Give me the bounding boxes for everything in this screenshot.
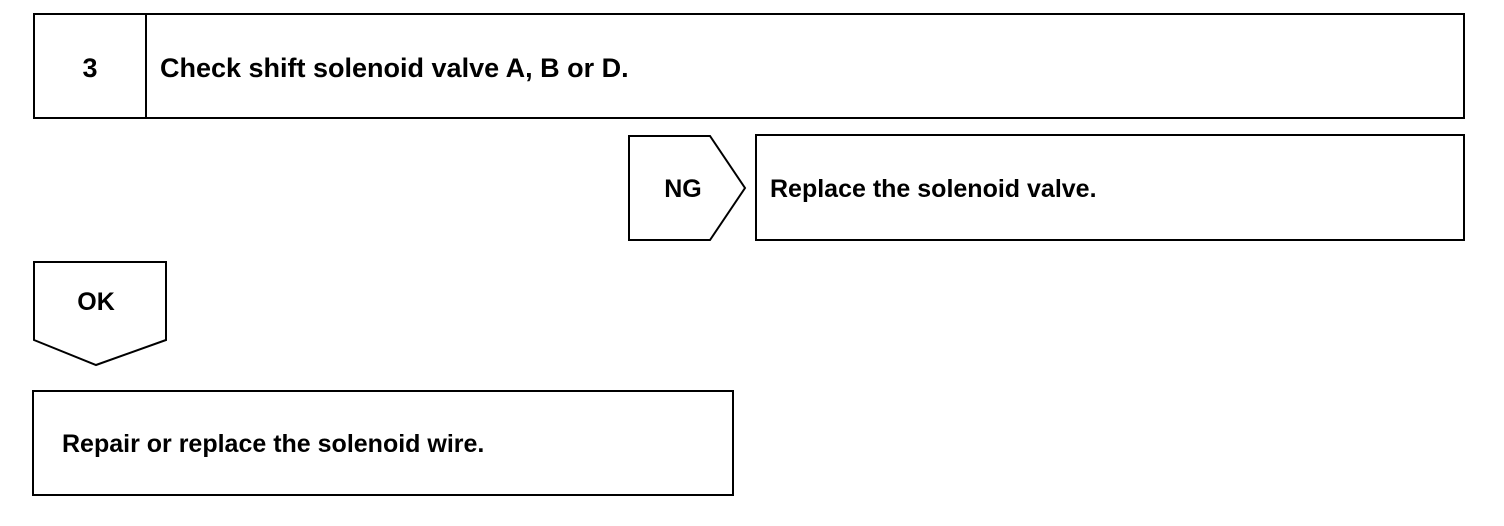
- ok-arrow-tag: [33, 261, 167, 367]
- ng-branch: NG Replace the solenoid valve.: [628, 134, 1465, 241]
- step-title: Check shift solenoid valve A, B or D.: [160, 53, 629, 83]
- step-header-box: [33, 13, 1465, 119]
- ok-action-box: [32, 390, 734, 496]
- step-header: 3 Check shift solenoid valve A, B or D.: [33, 13, 1465, 119]
- ng-label: NG: [664, 175, 702, 203]
- ok-label: OK: [77, 288, 115, 316]
- ng-action-text: Replace the solenoid valve.: [770, 175, 1097, 203]
- ng-action-box: [755, 134, 1465, 241]
- ng-arrow-tag: [628, 135, 747, 241]
- step-number: 3: [82, 53, 97, 83]
- ok-action-text: Repair or replace the solenoid wire.: [62, 430, 484, 458]
- ok-branch: OK Repair or replace the solenoid wire.: [32, 261, 734, 496]
